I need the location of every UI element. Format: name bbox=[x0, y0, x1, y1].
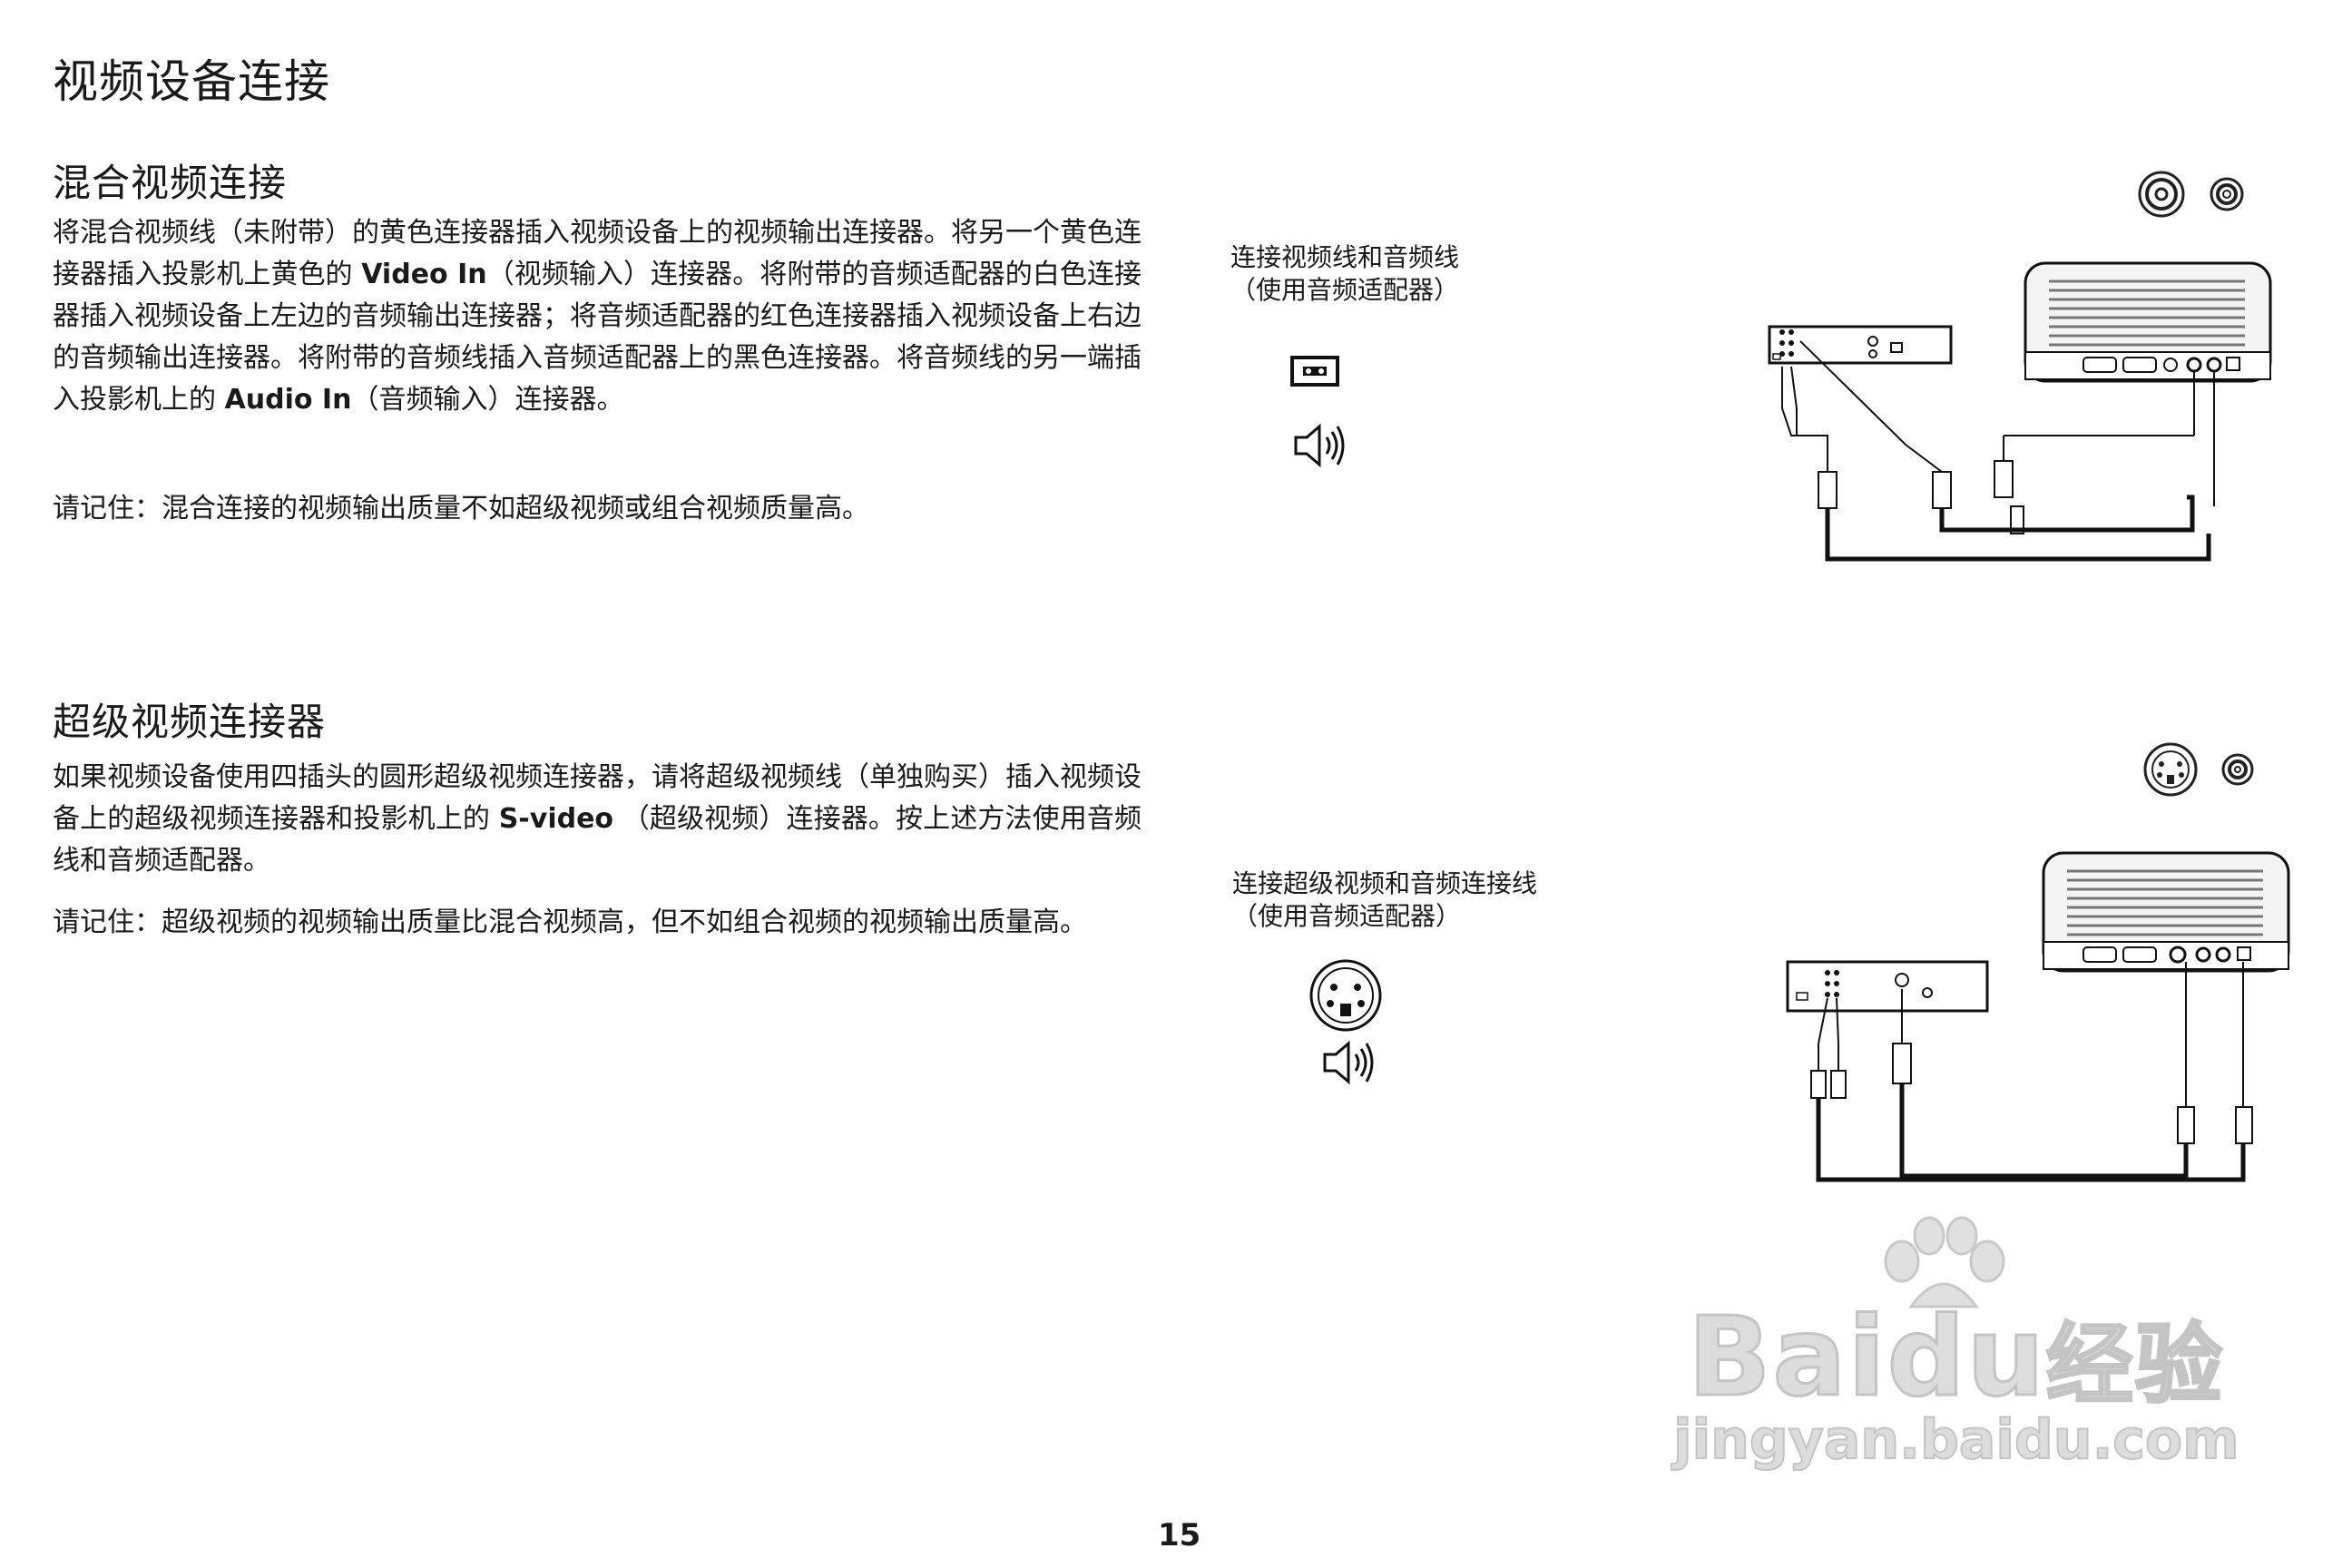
video-device-icon bbox=[1768, 325, 1953, 365]
paw-icon bbox=[1884, 1216, 2005, 1308]
svideo-note: 请记住：超级视频的视频输出质量比混合视频高，但不如组合视频的视频输出质量高。 bbox=[53, 906, 1087, 938]
projector-icon bbox=[2042, 851, 2290, 973]
composite-note: 请记住：混合连接的视频输出质量不如超级视频或组合视频质量高。 bbox=[53, 493, 869, 524]
projector-icon bbox=[2024, 261, 2272, 383]
svideo-paragraph: 如果视频设备使用四插头的圆形超级视频连接器，请将超级视频线（单独购买）插入视频设… bbox=[53, 757, 1142, 882]
svideo-jack-icons bbox=[2143, 742, 2254, 797]
composite-caption-line2: （使用音频适配器） bbox=[1230, 275, 1460, 305]
svideo-caption-line1: 连接超级视频和音频连接线 bbox=[1232, 868, 1538, 898]
speaker-icon bbox=[1323, 1040, 1374, 1085]
svideo-caption-line2: （使用音频适配器） bbox=[1232, 901, 1462, 931]
composite-caption: 连接视频线和音频线 （使用音频适配器） bbox=[1230, 241, 1459, 307]
composite-caption-line1: 连接视频线和音频线 bbox=[1230, 242, 1460, 272]
rca-jack-icon bbox=[2210, 177, 2244, 211]
watermark: Baidu经验 jingyan.baidu.com bbox=[1666, 1216, 2240, 1488]
rca-jack-icon bbox=[2221, 753, 2254, 786]
composite-paragraph: 将混合视频线（未附带）的黄色连接器插入视频设备上的视频输出连接器。将另一个黄色连… bbox=[53, 212, 1142, 421]
composite-text-b: （视频输入）连接器。将附带的音频适配器的白色连接器插入视频设备上左边的音频输出连… bbox=[53, 259, 1142, 416]
video-device-icon bbox=[1786, 960, 1989, 1013]
page-title: 视频设备连接 bbox=[53, 55, 330, 108]
svideo-text-a: 如果视频设备使用四插头的圆形超级视频连接器，请将超级视频线（单独购买）插入视频设… bbox=[53, 761, 1142, 835]
s-video-label: S-video bbox=[498, 803, 614, 835]
svideo-heading: 超级视频连接器 bbox=[53, 700, 327, 744]
svideo-connection-diagram bbox=[1786, 851, 2290, 1182]
composite-connector-icon bbox=[1290, 356, 1339, 387]
svideo-jack-icon bbox=[2143, 742, 2198, 797]
composite-text-c: （音频输入）连接器。 bbox=[351, 384, 624, 416]
composite-text-a: 将混合视频线（未附带）的黄色连接器插入视频设备上的视频输出连接器。将另一个黄色连… bbox=[53, 217, 1142, 290]
watermark-brand-cn: 经验 bbox=[2044, 1313, 2224, 1417]
page-number: 15 bbox=[1158, 1517, 1201, 1553]
watermark-brand: Baidu bbox=[1687, 1294, 2046, 1423]
video-in-label: Video In bbox=[361, 259, 487, 290]
svideo-connector-icon bbox=[1309, 959, 1382, 1032]
speaker-icon bbox=[1294, 423, 1345, 468]
rca-jack-icons bbox=[2138, 171, 2244, 218]
audio-in-label: Audio In bbox=[224, 384, 352, 416]
rca-jack-icon bbox=[2138, 171, 2185, 218]
svideo-text-b: （超级视频）连接器。按上述方法使用音频线和音频适配器。 bbox=[53, 803, 1142, 877]
watermark-url: jingyan.baidu.com bbox=[1672, 1407, 2240, 1473]
composite-connection-diagram bbox=[1768, 261, 2272, 562]
composite-heading: 混合视频连接 bbox=[53, 161, 288, 205]
svideo-caption: 连接超级视频和音频连接线 （使用音频适配器） bbox=[1232, 867, 1537, 933]
